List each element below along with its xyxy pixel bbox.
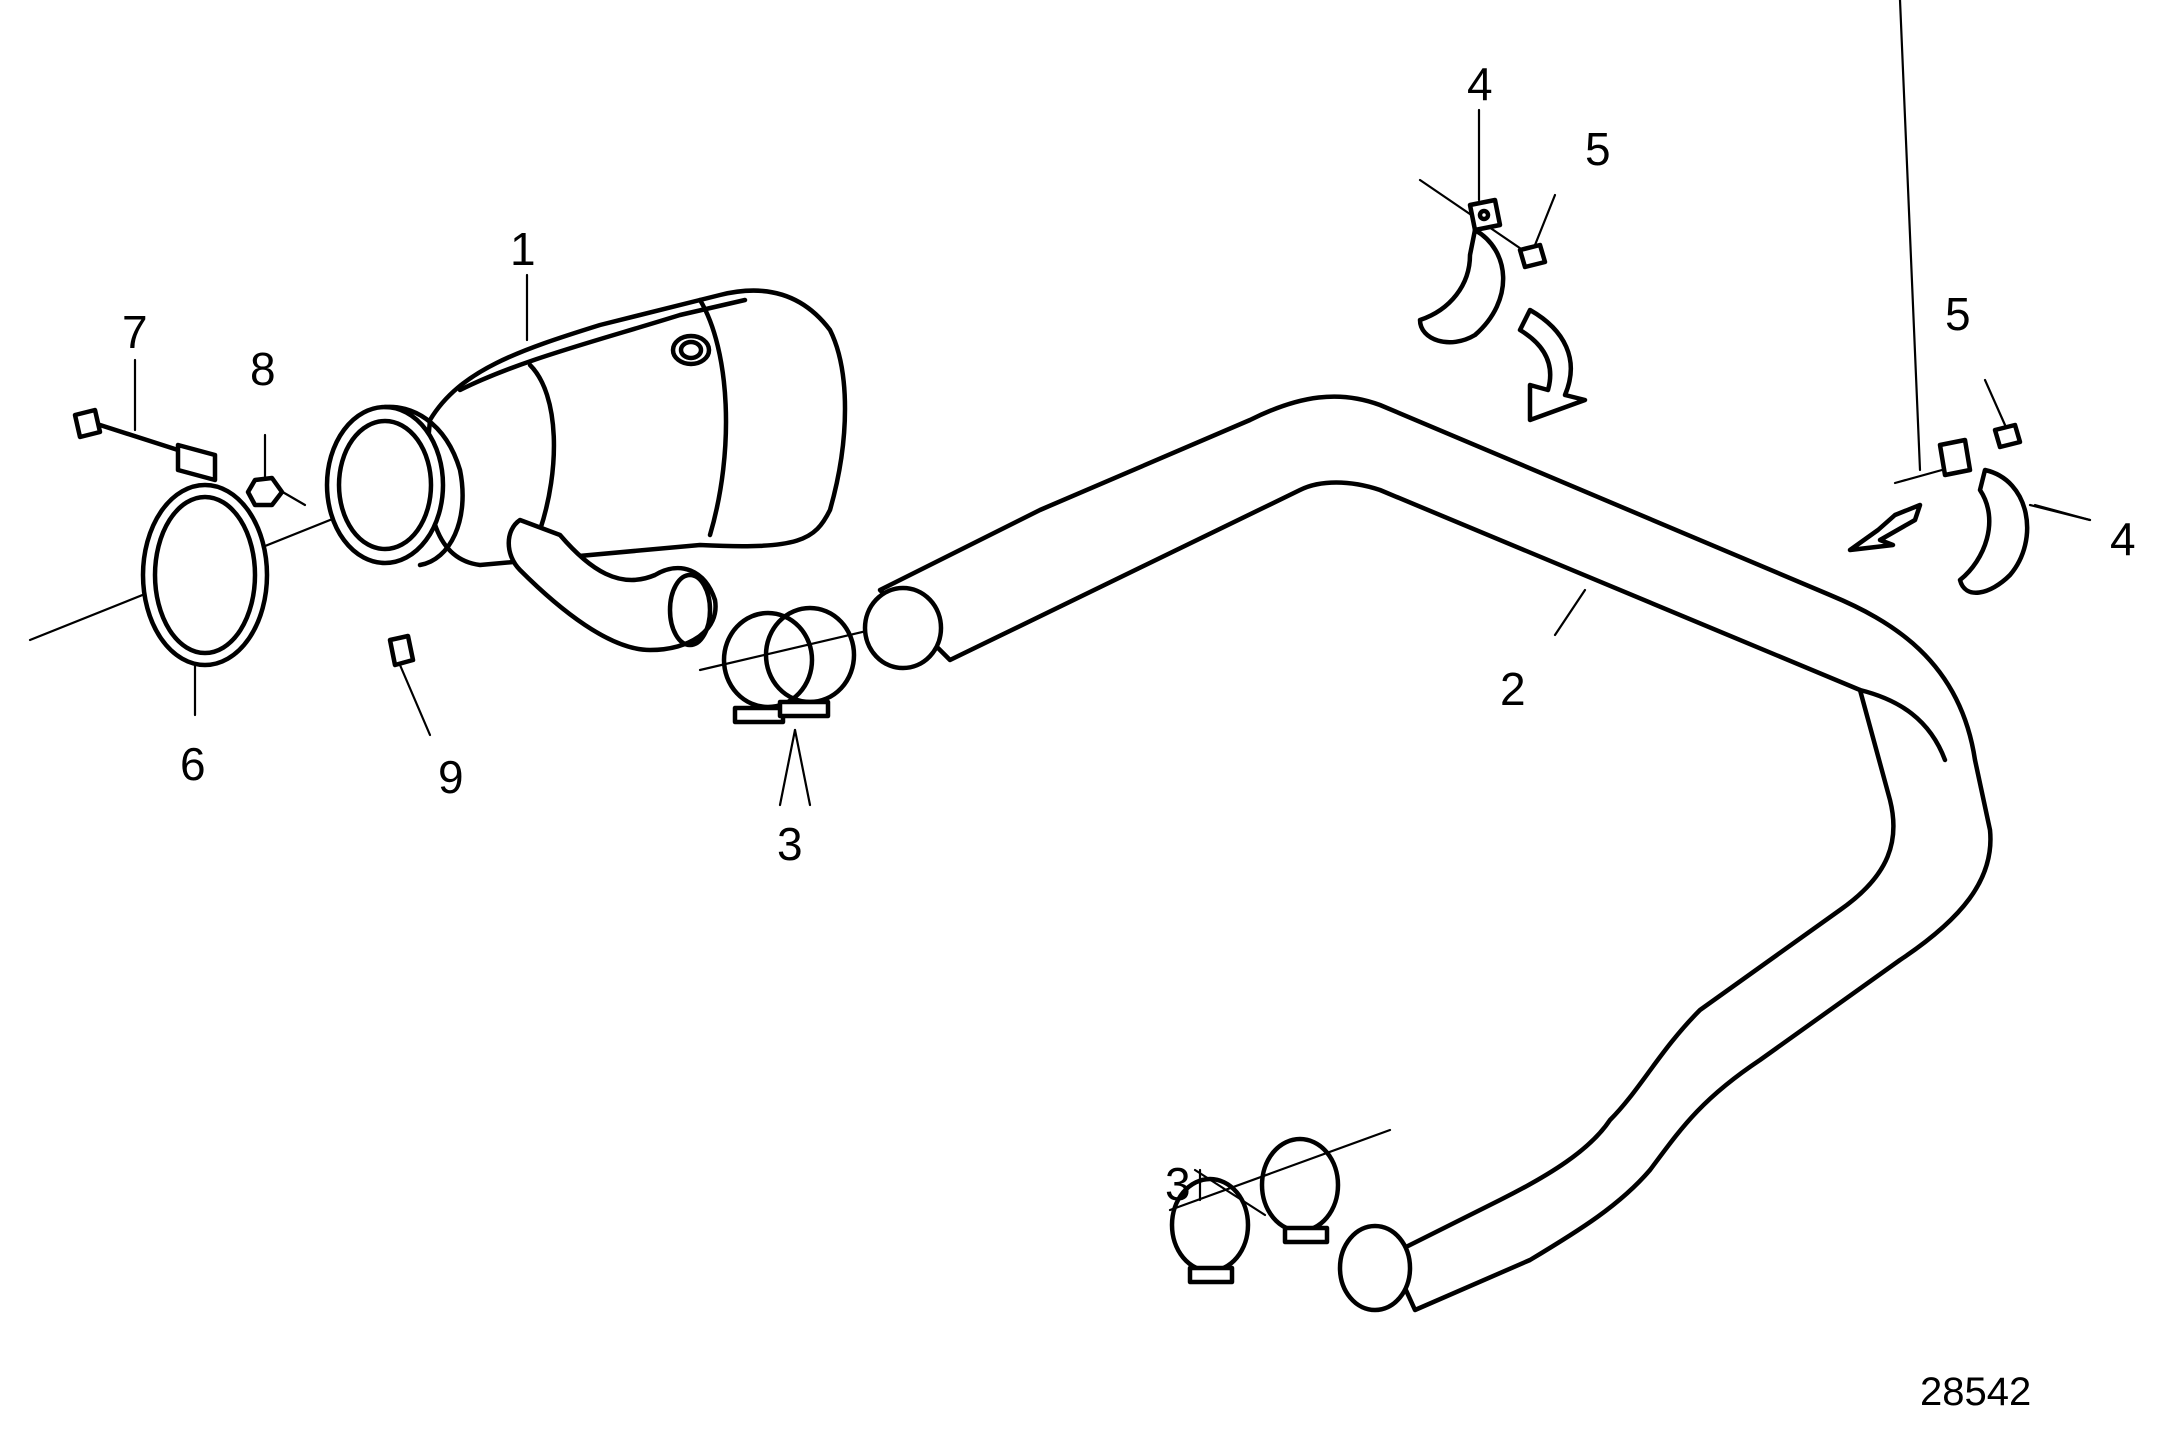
callout-4-upper: 4 <box>1467 58 1493 110</box>
callout-5-upper: 5 <box>1585 123 1611 175</box>
callout-6: 6 <box>180 738 206 790</box>
screw-right-part-5 <box>1983 378 2023 450</box>
exhaust-hose-part-2 <box>862 394 1993 1313</box>
hose-clamps-lower-part-3 <box>1169 1136 1341 1285</box>
callout-1: 1 <box>510 223 536 275</box>
screw-upper-part-5 <box>1517 193 1557 270</box>
band-clamp-part-6 <box>140 482 270 717</box>
flow-arrows <box>1517 307 1923 553</box>
nut-part-8 <box>245 433 285 508</box>
callout-2: 2 <box>1500 663 1526 715</box>
callout-3-upper: 3 <box>777 818 803 870</box>
bracket-upper-part-4 <box>1417 197 1506 345</box>
exhaust-elbow-part-1 <box>324 288 848 653</box>
callout-7: 7 <box>122 306 148 358</box>
bracket-right-part-4 <box>1937 437 2030 595</box>
callout-8: 8 <box>250 343 276 395</box>
callout-5-right: 5 <box>1945 288 1971 340</box>
plug-part-9 <box>387 633 432 737</box>
leader-lines <box>525 108 2092 522</box>
callout-labels: 1 2 3 3 4 4 5 5 6 7 8 9 28542 <box>122 58 2136 1414</box>
bolt-part-7 <box>72 358 218 483</box>
reference-number: 28542 <box>1920 1370 2031 1414</box>
callout-3-lower: 3 <box>1165 1158 1191 1210</box>
hose-clamps-upper-part-3 <box>721 605 857 807</box>
callout-9: 9 <box>438 751 464 803</box>
callout-4-right: 4 <box>2110 513 2136 565</box>
